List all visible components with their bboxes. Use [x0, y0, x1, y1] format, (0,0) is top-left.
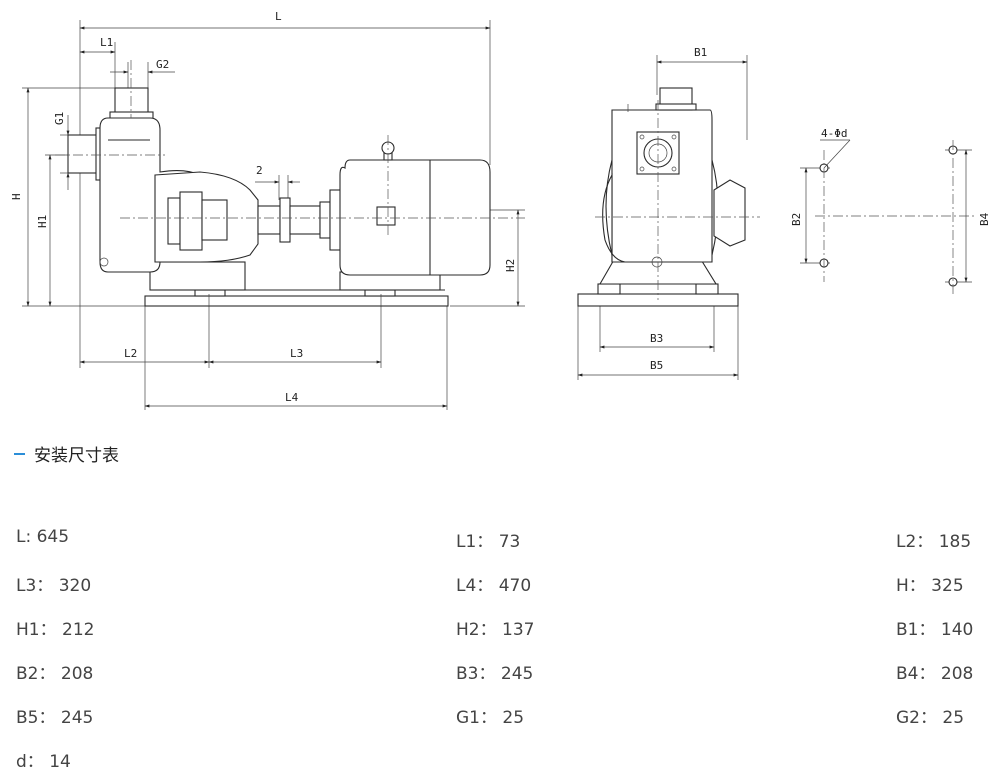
- label-B5: B5: [650, 359, 663, 372]
- section-title: 安装尺寸表: [14, 441, 119, 466]
- spec-item-d: d： 14: [16, 752, 71, 772]
- label-L: L: [275, 10, 282, 23]
- section-title-text: 安装尺寸表: [34, 446, 119, 466]
- side-view: L L1 G2 G1 H H1 2 H2 L2 L3 L4: [10, 10, 525, 410]
- label-L1: L1: [100, 36, 113, 49]
- label-B2: B2: [790, 213, 803, 226]
- pump-dimension-drawing: L L1 G2 G1 H H1 2 H2 L2 L3 L4: [10, 10, 991, 410]
- label-2: 2: [256, 164, 263, 177]
- spec-item-l1: L1： 73: [456, 532, 521, 552]
- spec-item-l: L: 645: [16, 527, 70, 547]
- label-L2: L2: [124, 347, 137, 360]
- spec-item-h1: H1： 212: [16, 620, 95, 640]
- spec-item-h2: H2： 137: [456, 620, 535, 640]
- label-H1: H1: [36, 215, 49, 228]
- label-L3: L3: [290, 347, 303, 360]
- label-holes: 4-Φd: [821, 127, 848, 140]
- label-H2: H2: [504, 259, 517, 272]
- spec-item-b1: B1： 140: [896, 620, 974, 640]
- label-B4: B4: [978, 212, 991, 226]
- spec-item-b3: B3： 245: [456, 664, 534, 684]
- label-B1: B1: [694, 46, 707, 59]
- label-B3: B3: [650, 332, 663, 345]
- spec-item-h: H： 325: [896, 576, 964, 596]
- label-H: H: [10, 193, 23, 200]
- label-G1: G1: [53, 112, 66, 125]
- spec-item-g2: G2： 25: [896, 708, 965, 728]
- label-L4: L4: [285, 391, 299, 404]
- spec-item-l3: L3： 320: [16, 576, 92, 596]
- spec-item-l4: L4： 470: [456, 576, 532, 596]
- spec-item-b2: B2： 208: [16, 664, 94, 684]
- front-view: B1 B3 B5: [577, 46, 760, 380]
- spec-item-l2: L2： 185: [896, 532, 972, 552]
- spec-item-g1: G1： 25: [456, 708, 525, 728]
- spec-item-b4: B4： 208: [896, 664, 974, 684]
- hole-layout-view: 4-Φd B2 B4: [790, 127, 991, 295]
- spec-item-b5: B5： 245: [16, 708, 94, 728]
- title-accent-bar: [14, 452, 25, 455]
- label-G2: G2: [156, 58, 169, 71]
